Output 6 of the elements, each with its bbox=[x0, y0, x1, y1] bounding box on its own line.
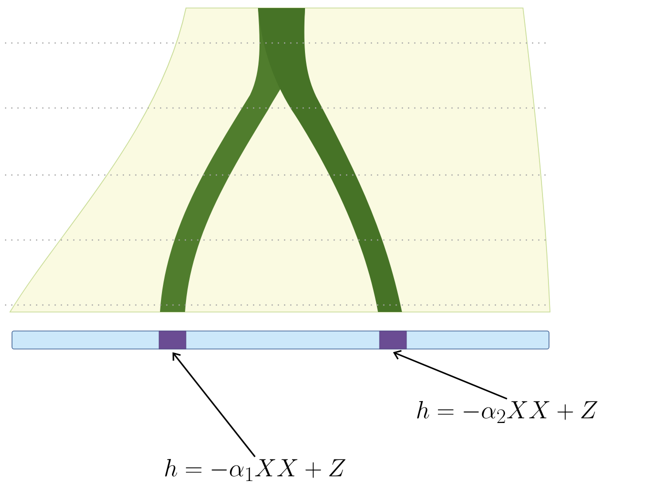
arrow bbox=[172, 352, 256, 458]
formula-label: $h = -\alpha_1 XX + Z$ bbox=[165, 458, 346, 482]
marker-square bbox=[158, 330, 186, 350]
formula-label: $h = -\alpha_2 XX + Z$ bbox=[417, 400, 598, 424]
arrow bbox=[393, 350, 508, 400]
marker-square bbox=[379, 330, 407, 350]
